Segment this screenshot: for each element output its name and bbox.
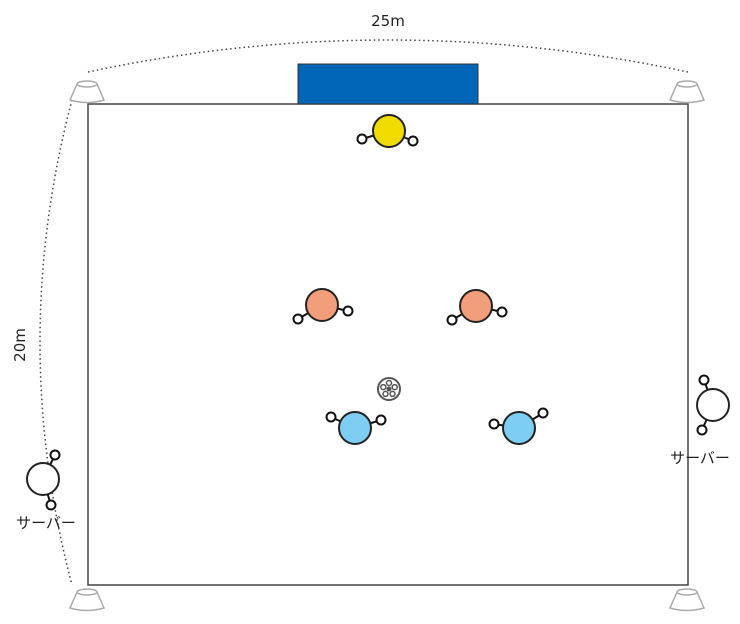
cone-icon	[668, 588, 706, 612]
height-label: 20m	[11, 328, 29, 362]
cone-icon	[668, 80, 706, 104]
server-player-icon	[696, 374, 730, 436]
server-label-right: サーバー	[670, 449, 730, 467]
height-dimension-arc	[39, 99, 73, 586]
width-dimension-arc	[87, 39, 689, 73]
cone-icon	[68, 588, 106, 612]
goal	[297, 63, 479, 105]
soccer-ball-icon	[377, 377, 401, 401]
defender-player-icon	[325, 411, 387, 445]
server-label-left: サーバー	[16, 514, 76, 532]
field	[87, 103, 689, 586]
defender-player-icon	[488, 407, 549, 445]
cone-icon	[68, 80, 106, 104]
goalkeeper-player-icon	[356, 114, 419, 148]
server-player-icon	[26, 449, 61, 511]
width-label: 25m	[371, 12, 405, 30]
attacker-player-icon	[446, 289, 508, 326]
attacker-player-icon	[292, 288, 354, 325]
